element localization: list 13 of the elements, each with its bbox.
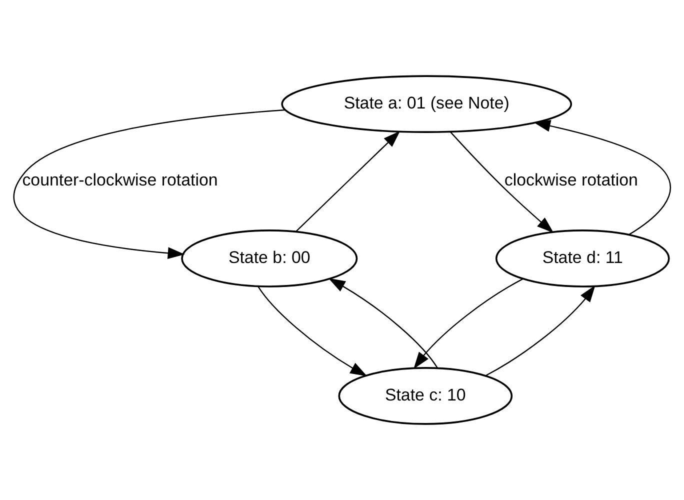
arrow: [450, 132, 554, 234]
arrow: [296, 130, 400, 232]
arrow: [258, 286, 368, 376]
node-ellipse: State b: 00: [181, 230, 358, 288]
arrow: [485, 285, 596, 376]
arrow: [328, 278, 438, 368]
node-ellipse: State d: 11: [495, 230, 670, 288]
node-ellipse: State c: 10: [338, 367, 513, 425]
arrow: [13, 109, 285, 259]
arrow: [533, 120, 671, 235]
edge-label: counter-clockwise rotation: [22, 170, 218, 190]
arrow: [414, 278, 523, 369]
edge-label: clockwise rotation: [504, 170, 638, 190]
